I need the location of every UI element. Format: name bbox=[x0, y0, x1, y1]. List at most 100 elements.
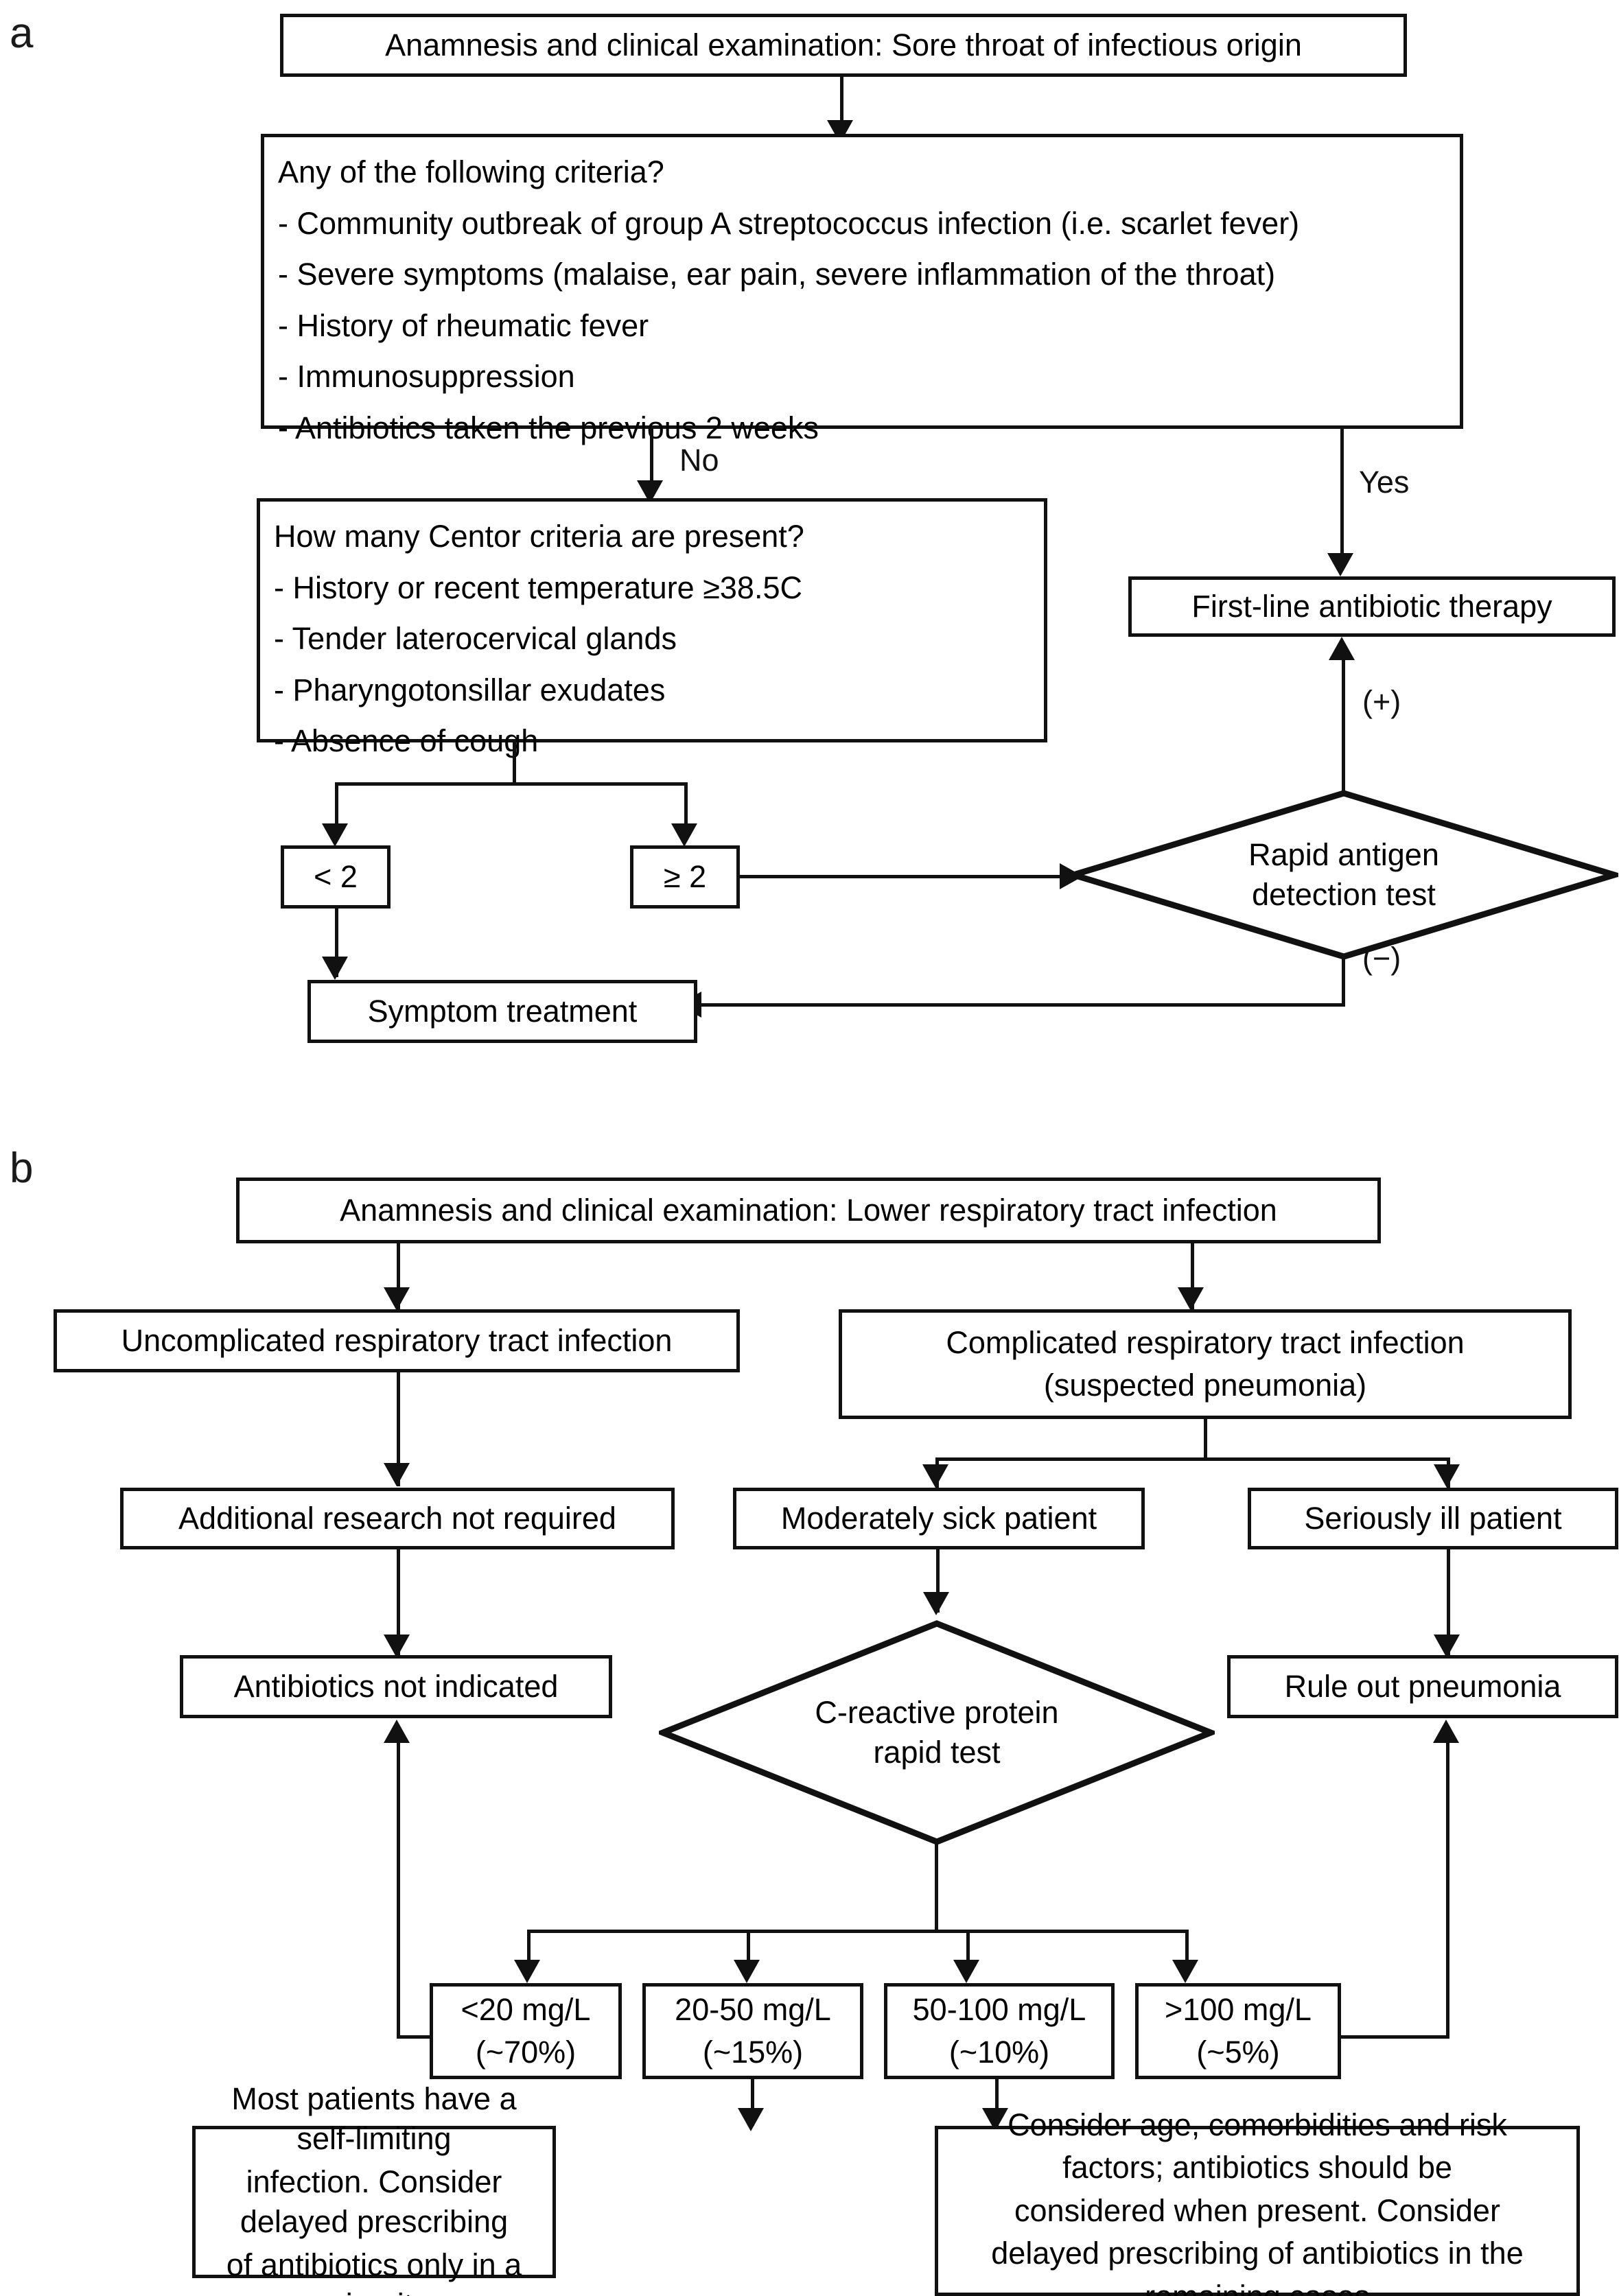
node-b-crp-result-4-range: >100 mg/L bbox=[1165, 1991, 1312, 2027]
arrowhead-b-serious-to-rule-out bbox=[1434, 1635, 1460, 1658]
node-a-start-label: Anamnesis and clinical examination: Sore… bbox=[385, 27, 1302, 62]
arrowhead-b-crp-to-result-4 bbox=[1172, 1960, 1198, 1983]
arrowhead-b-uncomplicated-to-research bbox=[384, 1463, 410, 1486]
arrowhead-b-split-to-serious bbox=[1434, 1464, 1460, 1488]
arrowhead-a-rapid-test-positive bbox=[1329, 637, 1355, 660]
node-b-moderately-sick: Moderately sick patient bbox=[733, 1488, 1145, 1549]
node-b-seriously-ill: Seriously ill patient bbox=[1248, 1488, 1618, 1549]
node-a-symptom-treatment-label: Symptom treatment bbox=[367, 993, 638, 1029]
node-b-crp-result-3-share: (~10%) bbox=[948, 2035, 1050, 2070]
panel-label-a: a bbox=[10, 10, 34, 57]
node-a-criteria-item-1: - Community outbreak of group A streptoc… bbox=[278, 205, 1300, 241]
node-b-crp-result-3-range: 50-100 mg/L bbox=[912, 1991, 1086, 2027]
node-a-centor: How many Centor criteria are present? - … bbox=[257, 498, 1047, 758]
arrowhead-b-start-to-uncomplicated bbox=[384, 1287, 410, 1311]
connector-b-crp-split bbox=[527, 1930, 1187, 1933]
connector-a-rapid-test-negative-left bbox=[701, 1003, 1345, 1007]
node-b-additional-research-label: Additional research not required bbox=[178, 1500, 616, 1536]
node-b-crp-result-4: >100 mg/L (~5%) bbox=[1135, 1983, 1341, 2079]
node-a-centor-item-3: - Pharyngotonsillar exudates bbox=[274, 672, 666, 707]
node-a-rapid-antigen-test-line-2: detection test bbox=[1252, 877, 1436, 912]
node-a-criteria-item-4: - Immunosuppression bbox=[278, 359, 575, 394]
arrowhead-b-moderate-to-crp bbox=[923, 1592, 949, 1615]
node-b-outcome-right-line-3: considered when present. Consider bbox=[1014, 2192, 1500, 2228]
node-b-crp-result-2-range: 20-50 mg/L bbox=[675, 1991, 831, 2027]
connector-b-crp-to-result-2 bbox=[747, 1930, 750, 1969]
node-a-criteria-item-5: - Antibiotics taken the previous 2 weeks bbox=[278, 410, 819, 445]
node-b-uncomplicated-label: Uncomplicated respiratory tract infectio… bbox=[121, 1322, 673, 1358]
connector-a-start-to-criteria bbox=[840, 77, 843, 125]
node-b-start-label: Anamnesis and clinical examination: Lowe… bbox=[340, 1192, 1277, 1228]
arrowhead-a-lt2-to-symptom bbox=[322, 957, 348, 980]
node-a-criteria: Any of the following criteria? - Communi… bbox=[261, 134, 1463, 445]
node-a-symptom-treatment: Symptom treatment bbox=[307, 980, 697, 1043]
node-b-outcome-left-line-2: infection. Consider delayed prescribing bbox=[240, 2164, 509, 2240]
connector-b-complicated-split bbox=[935, 1457, 1450, 1461]
connector-a-rapid-test-negative-down bbox=[1342, 958, 1345, 1006]
connector-a-centor-ge2 bbox=[684, 782, 688, 829]
connector-b-result1-to-not-indicated-v bbox=[397, 1743, 400, 2037]
connector-b-result4-to-rule-out-h bbox=[1338, 2035, 1449, 2039]
connector-a-criteria-yes bbox=[1340, 429, 1344, 558]
node-b-crp-result-1-share: (~70%) bbox=[475, 2035, 576, 2070]
connector-b-moderate-to-crp bbox=[936, 1549, 940, 1613]
node-a-centor-lt2-label: < 2 bbox=[314, 858, 358, 894]
connector-b-result4-to-rule-out-v bbox=[1446, 1743, 1449, 2037]
connector-b-crp-stem bbox=[935, 1843, 938, 1932]
edge-label-a-no: No bbox=[679, 443, 719, 478]
arrowhead-b-result4-to-rule-out bbox=[1433, 1720, 1459, 1743]
node-b-outcome-left-line-1: Most patients have a self-limiting bbox=[231, 2081, 517, 2157]
node-b-outcome-right-line-5: remaining cases bbox=[948, 2277, 1567, 2296]
node-a-criteria-item-3: - History of rheumatic fever bbox=[278, 307, 649, 343]
node-a-criteria-item-2: - Severe symptoms (malaise, ear pain, se… bbox=[278, 257, 1276, 292]
node-a-centor-ge2: ≥ 2 bbox=[630, 845, 740, 909]
connector-a-centor-stem bbox=[513, 742, 516, 784]
arrowhead-b-start-to-complicated bbox=[1178, 1287, 1204, 1311]
arrowhead-b-research-to-not-indicated bbox=[384, 1635, 410, 1658]
node-a-centor-title: How many Centor criteria are present? bbox=[274, 519, 804, 554]
connector-b-complicated-stem bbox=[1204, 1419, 1207, 1459]
connector-b-crp-to-result-3 bbox=[966, 1930, 970, 1969]
node-a-centor-lt2: < 2 bbox=[281, 845, 391, 909]
node-b-start: Anamnesis and clinical examination: Lowe… bbox=[236, 1178, 1381, 1243]
connector-a-rapid-test-positive bbox=[1342, 660, 1345, 792]
edge-label-a-yes: Yes bbox=[1359, 465, 1410, 500]
node-a-centor-item-2: - Tender laterocervical glands bbox=[274, 621, 677, 656]
node-b-crp-rapid-test: C-reactive protein rapid test bbox=[659, 1619, 1215, 1846]
connector-a-lt2-to-symptom bbox=[335, 909, 338, 977]
node-b-crp-result-4-share: (~5%) bbox=[1196, 2035, 1280, 2070]
connector-b-result2-to-outcome-left bbox=[751, 2079, 754, 2126]
connector-a-centor-lt2 bbox=[335, 782, 338, 829]
node-b-crp-result-2: 20-50 mg/L (~15%) bbox=[642, 1983, 863, 2079]
node-b-complicated-line-1: Complicated respiratory tract infection bbox=[946, 1324, 1465, 1360]
node-a-criteria-title: Any of the following criteria? bbox=[278, 154, 664, 189]
node-a-centor-item-4: - Absence of cough bbox=[274, 723, 539, 758]
arrowhead-b-crp-to-result-3 bbox=[953, 1960, 979, 1983]
node-b-additional-research: Additional research not required bbox=[120, 1488, 675, 1549]
node-a-first-line-therapy-label: First-line antibiotic therapy bbox=[1191, 588, 1552, 624]
connector-b-start-to-uncomplicated bbox=[397, 1243, 400, 1311]
node-b-rule-out-pneumonia: Rule out pneumonia bbox=[1227, 1655, 1618, 1718]
node-a-first-line-therapy: First-line antibiotic therapy bbox=[1128, 576, 1616, 637]
arrowhead-b-crp-to-result-2 bbox=[734, 1960, 760, 1983]
connector-b-crp-to-result-1 bbox=[527, 1930, 531, 1969]
node-b-complicated: Complicated respiratory tract infection … bbox=[839, 1309, 1572, 1419]
edge-label-a-positive: (+) bbox=[1362, 684, 1401, 719]
node-b-outcome-left-line-3: of antibiotics only in a minority bbox=[226, 2247, 522, 2296]
node-b-uncomplicated: Uncomplicated respiratory tract infectio… bbox=[54, 1309, 740, 1372]
node-b-crp-result-2-share: (~15%) bbox=[702, 2035, 804, 2070]
connector-a-centor-split bbox=[335, 782, 688, 786]
node-a-rapid-antigen-test-line-1: Rapid antigen bbox=[1248, 837, 1439, 873]
connector-b-research-to-not-indicated bbox=[397, 1549, 400, 1658]
node-b-moderately-sick-label: Moderately sick patient bbox=[780, 1500, 1097, 1536]
arrowhead-a-centor-lt2 bbox=[322, 823, 348, 847]
arrowhead-a-centor-ge2 bbox=[671, 823, 697, 847]
node-b-crp-result-1-range: <20 mg/L bbox=[461, 1991, 591, 2027]
node-a-centor-item-1: - History or recent temperature ≥38.5C bbox=[274, 570, 802, 605]
connector-b-uncomplicated-to-research bbox=[397, 1372, 400, 1486]
node-b-outcome-right: Consider age, comorbidities and risk fac… bbox=[935, 2107, 1580, 2296]
edge-label-a-negative: (−) bbox=[1362, 941, 1401, 976]
node-b-outcome-right-line-1: Consider age, comorbidities and risk bbox=[1007, 2107, 1507, 2142]
node-b-complicated-line-2: (suspected pneumonia) bbox=[1043, 1368, 1367, 1403]
arrowhead-a-criteria-yes bbox=[1327, 553, 1353, 576]
